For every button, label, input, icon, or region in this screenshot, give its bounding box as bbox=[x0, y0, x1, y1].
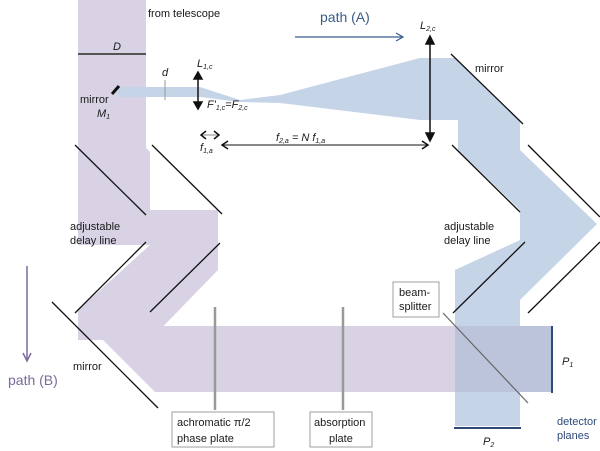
beam-splitter-label-box bbox=[392, 281, 440, 318]
bottom-horizontal-beam bbox=[78, 310, 455, 392]
mirror-right-delay-3 bbox=[452, 241, 526, 314]
absorption-plate-label-1: absorption bbox=[314, 417, 365, 429]
f2a-label: f2,a = N f1,a bbox=[276, 132, 325, 145]
mirror-bottom-left-label: mirror bbox=[73, 361, 102, 373]
delay-left-lower-beam bbox=[78, 210, 218, 340]
phase-plate-label-2: phase plate bbox=[177, 433, 234, 445]
P1-label: P1 bbox=[562, 356, 573, 369]
mirror-bottom-left bbox=[51, 301, 159, 409]
mirror-right-delay-2 bbox=[527, 144, 600, 218]
path-a-arrow-icon bbox=[295, 32, 405, 42]
delay-right-label-1: adjustable bbox=[444, 221, 494, 233]
D-label: D bbox=[113, 41, 121, 53]
delay-left-label-1: adjustable bbox=[70, 221, 120, 233]
telescope-expanding-beam bbox=[118, 58, 455, 120]
path-b-label: path (B) bbox=[8, 372, 58, 388]
delay-right-label-2: delay line bbox=[444, 235, 490, 247]
f1a-arrow-icon bbox=[199, 130, 221, 140]
detector-planes-label-1: detector bbox=[557, 416, 597, 428]
absorption-plate-label-2: plate bbox=[329, 433, 353, 445]
focal-point-label: F'1,c=F2,c bbox=[207, 99, 248, 112]
L1c-label: L1,c bbox=[197, 58, 213, 71]
delay-left-label-2: delay line bbox=[70, 235, 116, 247]
telescope-input-beam bbox=[78, 0, 146, 148]
lens-l1c-icon bbox=[192, 70, 204, 111]
delay-right-beam bbox=[455, 120, 597, 326]
phase-plate-label-1: achromatic π/2 bbox=[177, 417, 251, 429]
d-label: d bbox=[162, 67, 169, 79]
mirror-right-delay-4 bbox=[527, 241, 600, 314]
mirror-m1-label: mirror bbox=[80, 94, 109, 106]
path-b-beam bbox=[78, 0, 455, 392]
from-telescope-label: from telescope bbox=[148, 8, 220, 20]
f1a-label: f1,a bbox=[200, 142, 213, 155]
mirror-right-top bbox=[450, 53, 524, 125]
beam-splitter-label-1: beam- bbox=[399, 287, 431, 299]
beam-splitter-label-2: splitter bbox=[399, 301, 432, 313]
detector-planes-label-2: planes bbox=[557, 430, 590, 442]
mirror-left-delay-4 bbox=[149, 242, 221, 313]
path-a-label: path (A) bbox=[320, 9, 370, 25]
phase-plate-label-box bbox=[171, 411, 275, 448]
absorption-plate-label-box bbox=[309, 411, 373, 448]
path-b-arrow-icon bbox=[22, 266, 32, 363]
f2a-arrow-icon bbox=[220, 140, 430, 150]
beam-splitter bbox=[442, 312, 529, 404]
lens-l2c-icon bbox=[424, 34, 436, 143]
mirror-left-delay-2 bbox=[151, 144, 223, 215]
L2c-label: L2,c bbox=[420, 20, 436, 33]
beam-overlap-region bbox=[455, 326, 552, 392]
mirror-left-delay-1 bbox=[74, 144, 147, 216]
mirror-right-label: mirror bbox=[475, 63, 504, 75]
mirror-lines bbox=[51, 53, 600, 409]
M1-label: M1 bbox=[97, 108, 110, 121]
P2-label: P2 bbox=[483, 436, 494, 449]
mirror-left-delay-3 bbox=[74, 241, 147, 314]
mirror-right-delay-1 bbox=[451, 144, 521, 213]
mirror-m1 bbox=[110, 85, 121, 95]
